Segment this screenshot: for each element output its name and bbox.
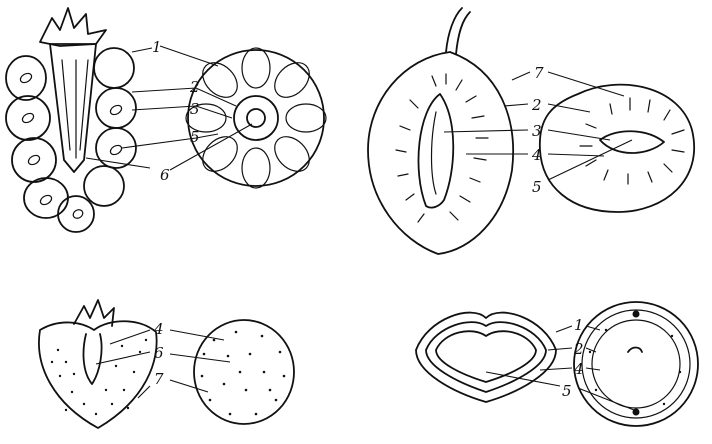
plum-cross-vascular (580, 98, 684, 184)
strawberry-label-7: 7 (154, 370, 164, 388)
strawberry-label-6: 6 (154, 344, 164, 362)
plum-outline (368, 52, 513, 254)
raspberry-receptacle (50, 44, 96, 172)
nut-kernel (436, 331, 536, 382)
nut-top-dot (633, 311, 640, 318)
plum-cross-stone (600, 131, 664, 153)
raspberry-label-2: 2 (189, 78, 200, 96)
raspberry-receptacle-core (247, 109, 265, 127)
plum-panel: 7 2 3 4 5 (368, 8, 694, 254)
nut-label-5: 5 (562, 382, 572, 400)
strawberry-cross-achenes (201, 331, 286, 416)
raspberry-cross-section (186, 48, 326, 188)
nut-label-2: 2 (573, 340, 584, 358)
strawberry-panel: 4 6 7 (39, 300, 294, 428)
raspberry-label-1: 1 (152, 38, 162, 56)
nut-leader-lines (486, 326, 634, 410)
nut-cross-section (574, 302, 698, 426)
nut-panel: 1 2 4 5 (416, 302, 698, 426)
plum-stalk (446, 8, 470, 54)
strawberry-cross-section (194, 320, 294, 424)
raspberry-sepals (40, 8, 106, 46)
plum-label-4: 4 (531, 146, 542, 164)
strawberry-pith (84, 334, 102, 384)
plum-seed (432, 112, 437, 194)
plum-stone (418, 94, 453, 208)
nut-label-4: 4 (573, 360, 584, 378)
plum-label-5: 5 (532, 178, 542, 196)
raspberry-label-5: 5 (190, 128, 200, 146)
raspberry-label-6: 6 (160, 166, 170, 184)
strawberry-label-4: 4 (153, 320, 164, 338)
raspberry-longitudinal-section (6, 8, 136, 232)
nut-label-1: 1 (574, 316, 584, 334)
strawberry-calyx (74, 300, 114, 326)
raspberry-panel: 1 2 3 5 6 (6, 8, 326, 232)
nut-longitudinal-section (416, 313, 556, 402)
strawberry-outline (39, 321, 157, 428)
plum-label-3: 3 (532, 122, 542, 140)
raspberry-drupelets-left (6, 56, 68, 218)
raspberry-label-3: 3 (190, 100, 200, 118)
raspberry-receptacle-ring (234, 96, 278, 140)
plum-cross-section (540, 85, 694, 212)
plum-label-7: 7 (534, 64, 544, 82)
plum-label-2: 2 (531, 96, 542, 114)
